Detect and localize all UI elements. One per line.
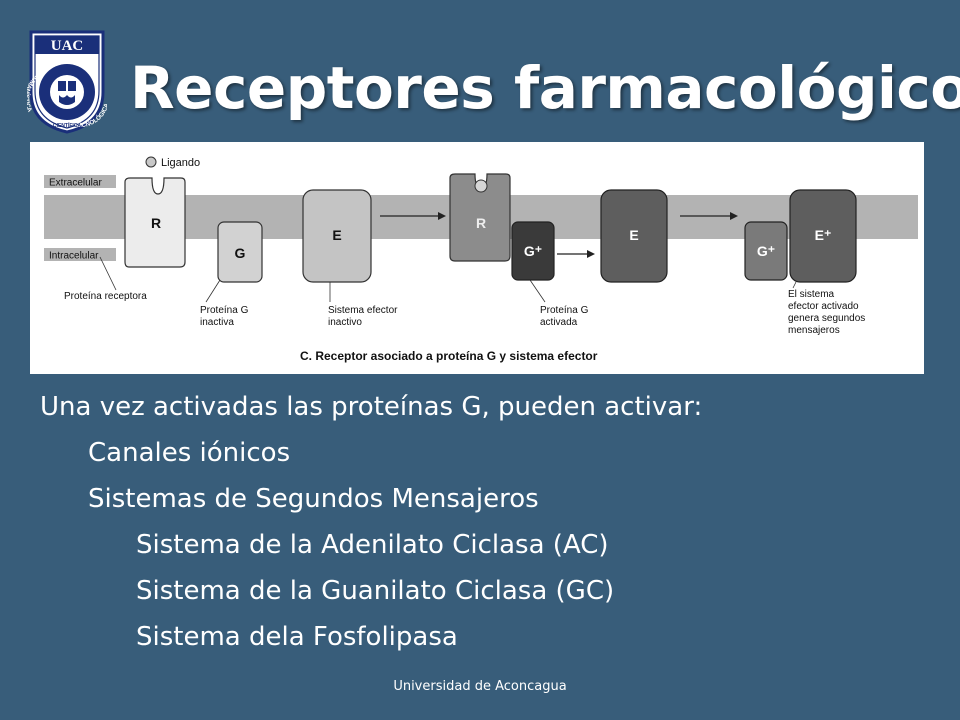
uac-seal-icon: UAC HUMANÍSTICA TECNOLÓGICA CIENTÍFICA — [23, 30, 111, 134]
effector-active — [789, 189, 857, 283]
receptor-inactive — [124, 177, 186, 268]
extracelular-label: Extracelular — [49, 178, 102, 189]
receptor-2-label: R — [476, 215, 486, 231]
g-activada-line2: activada — [540, 317, 578, 328]
logo-acronym: UAC — [51, 38, 84, 54]
g-activada-line1: Proteína G — [540, 305, 589, 316]
bullet-adenilato: Sistema de la Adenilato Ciclasa (AC) — [136, 530, 609, 560]
diagram-canvas: Extracelular Intracelular R Ligando Prot… — [44, 156, 918, 363]
extracelular-tag — [44, 175, 116, 188]
slide-footer: Universidad de Aconcagua — [393, 679, 567, 694]
effector-inactive — [302, 189, 372, 283]
e-1-label: E — [332, 227, 341, 243]
sistema-activado-line3: genera segundos — [788, 313, 865, 324]
ligando-label: Ligando — [161, 157, 200, 169]
logo-ring-bottom: CIENTÍFICA — [53, 121, 81, 129]
bullet-fosfolipasa: Sistema dela Fosfolipasa — [136, 622, 458, 652]
sistema-activado-line4: mensajeros — [788, 325, 840, 336]
efector-inactivo-line2: inactivo — [328, 317, 362, 328]
figure-caption: C. Receptor asociado a proteína G y sist… — [300, 349, 598, 363]
e-3-label: E⁺ — [815, 227, 832, 243]
g-2-label: G⁺ — [524, 243, 542, 259]
g-protein-diagram: Extracelular Intracelular R Ligando Prot… — [30, 142, 924, 374]
intracelular-label: Intracelular — [49, 251, 99, 262]
sistema-activado-line2: efector activado — [788, 301, 859, 312]
bullet-guanilato: Sistema de la Guanilato Ciclasa (GC) — [136, 576, 615, 606]
bound-ligand-icon — [474, 179, 488, 193]
intracelular-tag — [44, 248, 116, 261]
g-1-label: G — [235, 245, 246, 261]
slide-title: Receptores farmacológicos — [130, 54, 960, 122]
bullet-canales: Canales iónicos — [88, 438, 291, 468]
g-protein-bound — [744, 221, 788, 281]
g-inactiva-line1: Proteína G — [200, 305, 249, 316]
effector-middle — [600, 189, 668, 283]
g-protein-active — [511, 221, 555, 281]
g-protein-inactive — [217, 221, 263, 283]
ligand-icon — [145, 156, 157, 168]
e-2-label: E — [629, 227, 638, 243]
g-inactiva-line2: inactiva — [200, 317, 234, 328]
receptor-1-label: R — [151, 215, 161, 231]
proteina-receptora-label: Proteína receptora — [64, 291, 147, 302]
university-logo: UAC HUMANÍSTICA TECNOLÓGICA CIENTÍFICA — [23, 28, 111, 134]
efector-inactivo-line1: Sistema efector — [328, 305, 398, 316]
bullet-intro: Una vez activadas las proteínas G, puede… — [40, 392, 703, 422]
bullet-segundos-mensajeros: Sistemas de Segundos Mensajeros — [88, 484, 539, 514]
sistema-activado-line1: El sistema — [788, 289, 835, 300]
g-3-label: G⁺ — [757, 243, 775, 259]
